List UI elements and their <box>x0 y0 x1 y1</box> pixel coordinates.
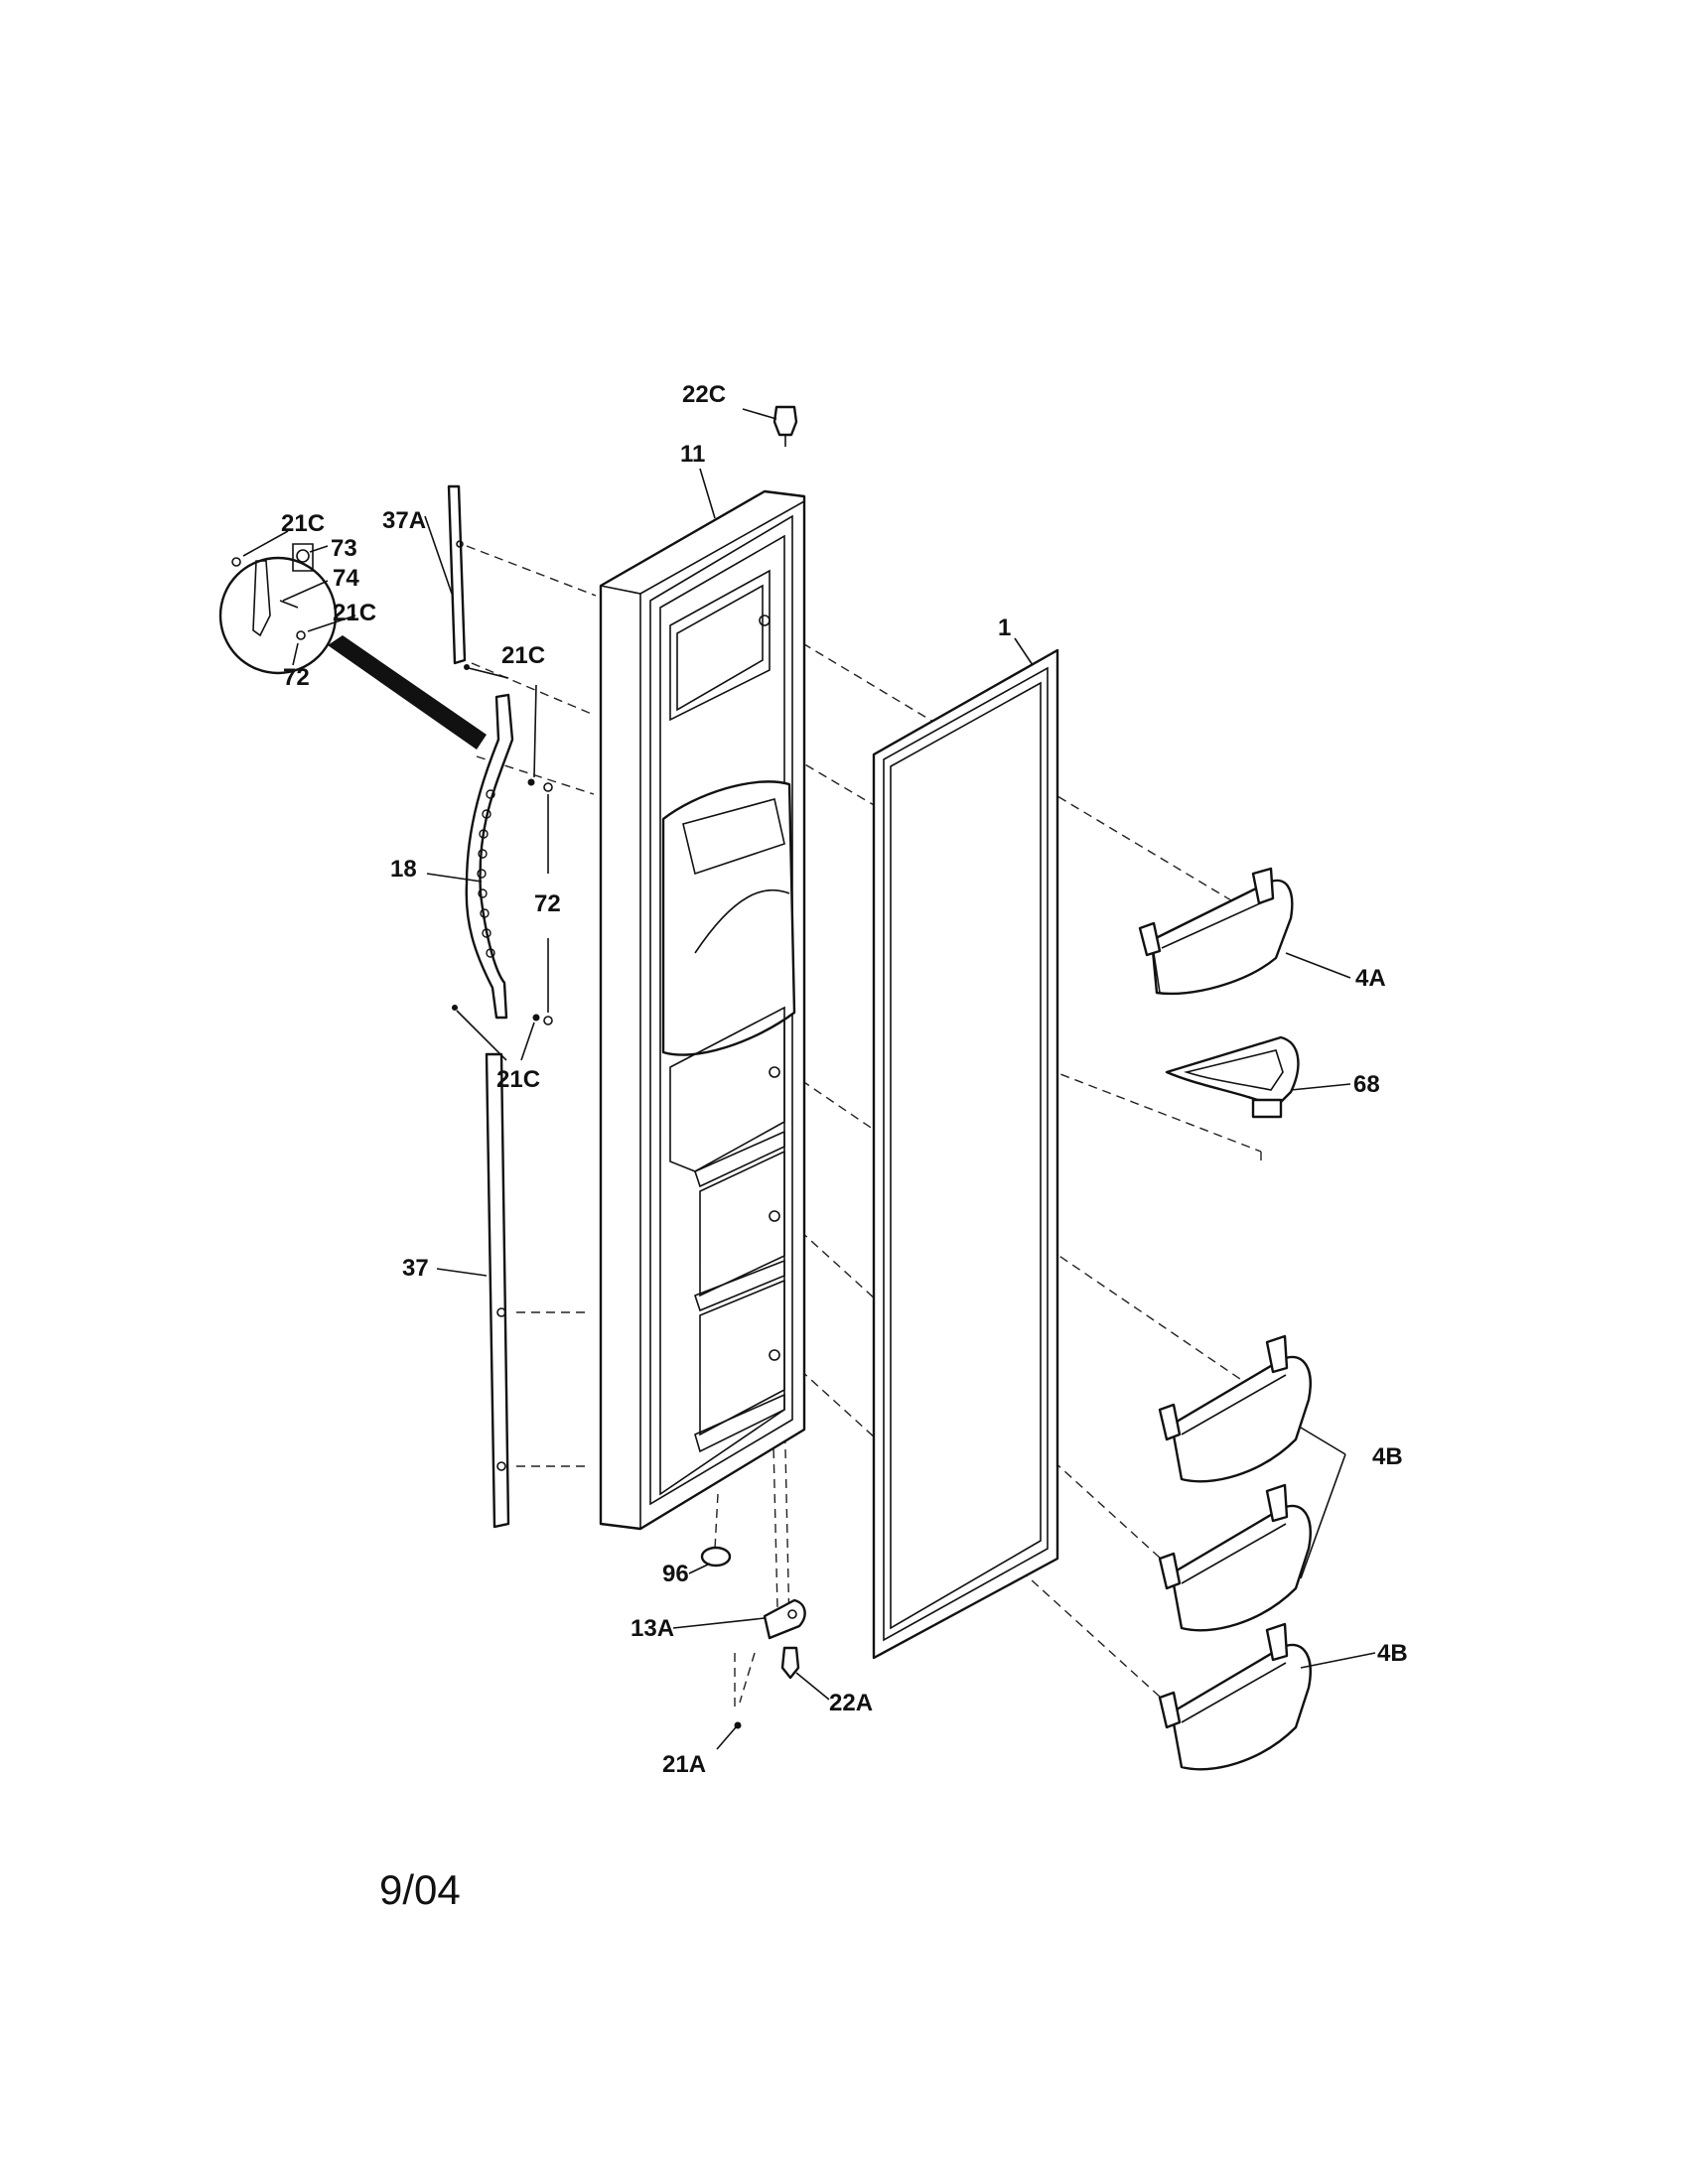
cup-holder <box>1165 1035 1300 1119</box>
door-bin-middle-2 <box>1158 1483 1312 1632</box>
label-21C-upper: 21C <box>501 642 545 669</box>
label-22C: 22C <box>682 381 726 408</box>
bottom-hinge <box>763 1598 806 1640</box>
door-gasket <box>872 648 1059 1660</box>
label-73: 73 <box>331 535 357 562</box>
label-22A: 22A <box>829 1690 873 1716</box>
label-96: 96 <box>662 1561 689 1587</box>
door-bin-lower <box>1158 1622 1312 1771</box>
door-handle <box>465 693 514 1020</box>
part-labels: 22C 11 21C 73 37A 74 21C 72 21C 1 18 72 … <box>281 381 1408 1778</box>
door-assembly <box>599 489 806 1531</box>
label-21C-detail-2: 21C <box>333 600 376 626</box>
label-74: 74 <box>333 565 359 592</box>
label-18: 18 <box>390 856 417 883</box>
handle-screws <box>452 664 540 1022</box>
label-4A: 4A <box>1355 965 1386 992</box>
lower-trim <box>485 1052 510 1529</box>
diagram-date: 9/04 <box>379 1866 461 1913</box>
label-4B-upper: 4B <box>1372 1443 1403 1470</box>
bottom-hinge-pin <box>780 1646 800 1680</box>
label-11: 11 <box>680 441 705 468</box>
label-37: 37 <box>402 1255 429 1282</box>
upper-trim <box>447 484 467 665</box>
top-hinge-pin <box>772 405 798 447</box>
label-72: 72 <box>534 890 561 917</box>
handle-spacers <box>543 782 553 1025</box>
label-72-detail: 72 <box>283 664 310 691</box>
door-bin-middle-1 <box>1158 1334 1312 1483</box>
label-21C-lower: 21C <box>496 1066 540 1093</box>
label-21C-detail: 21C <box>281 510 325 537</box>
label-37A: 37A <box>382 507 426 534</box>
label-68: 68 <box>1353 1071 1380 1098</box>
assembly-dashed-lines <box>466 545 1262 1708</box>
label-1: 1 <box>998 614 1011 641</box>
door-bin-upper <box>1138 867 1294 996</box>
bottom-screw <box>734 1721 742 1729</box>
detail-callout <box>218 543 487 750</box>
label-4B-lower: 4B <box>1377 1640 1408 1667</box>
plug <box>700 1546 732 1568</box>
label-13A: 13A <box>631 1615 674 1642</box>
label-21A: 21A <box>662 1751 706 1778</box>
leader-lines <box>242 408 1376 1750</box>
